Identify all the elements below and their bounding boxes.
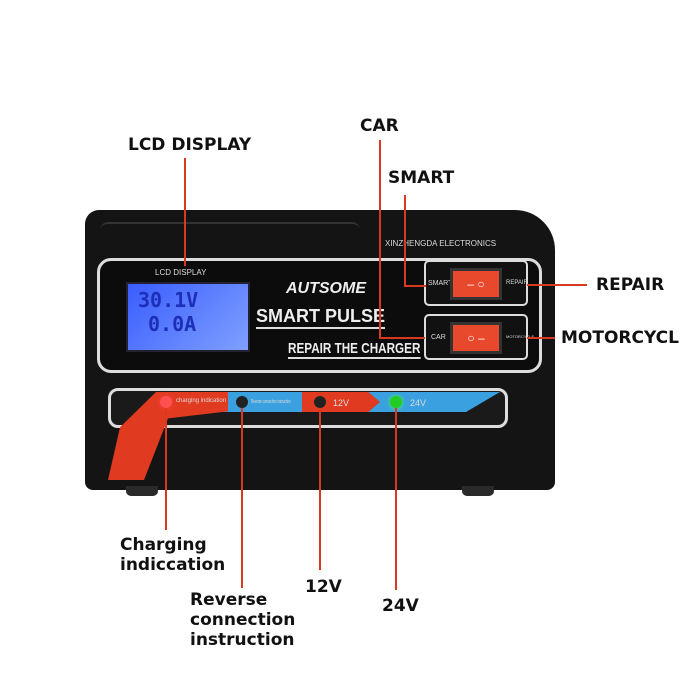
car-callout-line [379, 140, 381, 338]
callout-repair: REPAIR [596, 275, 665, 295]
switch-label-repair: REPAIR [506, 280, 528, 286]
mode-switch-car-moto[interactable]: CAR ○ – MOTORCYCLE [424, 314, 534, 360]
switch-label-motorcycle: MOTORCYCLE [506, 334, 535, 339]
mode-switch-smart-repair[interactable]: SMART – ○ REPAIR [424, 260, 528, 306]
charging-led [160, 396, 172, 408]
callout-24v: 24V [382, 596, 419, 616]
lcd-callout-line [184, 158, 186, 266]
smart-callout-line [404, 195, 406, 286]
motorcycle-callout-line [527, 337, 555, 339]
panel-title: SMART PULSE [256, 306, 386, 329]
callout-motorcycle: MOTORCYCL [561, 328, 679, 348]
foot [126, 486, 158, 496]
lcd-voltage: 30.1V [138, 288, 199, 312]
strip-charging-label: charging indication [176, 398, 227, 404]
callout-car: CAR [360, 116, 399, 136]
reverse-led [236, 396, 248, 408]
car-callout-line [379, 337, 425, 339]
charging-callout-line [165, 408, 167, 530]
rocker-switch[interactable]: ○ – [450, 322, 502, 354]
12v-callout-line [319, 408, 321, 570]
callout-reverse: Reverse connection instruction [190, 590, 296, 650]
callout-12v: 12V [305, 577, 342, 597]
strip-24v-label: 24V [410, 398, 427, 408]
brand-logo: AUTSOME [286, 280, 366, 297]
lcd-current: 0.0A [148, 312, 197, 336]
switch-label-smart: SMART [428, 280, 453, 287]
strip-reverse-label: Reverse connection instruction [251, 399, 291, 405]
panel-subtitle: REPAIR THE CHARGER [288, 340, 421, 359]
callout-lcd-display: LCD DISPLAY [128, 135, 252, 155]
smart-callout-line [404, 285, 426, 287]
24v-callout-line [395, 408, 397, 590]
24v-led [390, 396, 402, 408]
maker-label: XINZHENGDA ELECTRONICS [385, 239, 497, 248]
top-groove [100, 222, 360, 242]
strip-12v-label: 12V [333, 398, 350, 408]
callout-smart: SMART [388, 168, 455, 188]
repair-callout-line [527, 284, 587, 286]
lcd-label: LCD DISPLAY [155, 268, 207, 277]
callout-charging: Charging indiccation [120, 535, 226, 575]
lcd-screen: 30.1V 0.0A [126, 282, 250, 352]
foot [462, 486, 494, 496]
12v-led [314, 396, 326, 408]
rocker-switch[interactable]: – ○ [450, 268, 502, 300]
switch-label-car: CAR [431, 334, 446, 341]
reverse-callout-line [241, 408, 243, 588]
